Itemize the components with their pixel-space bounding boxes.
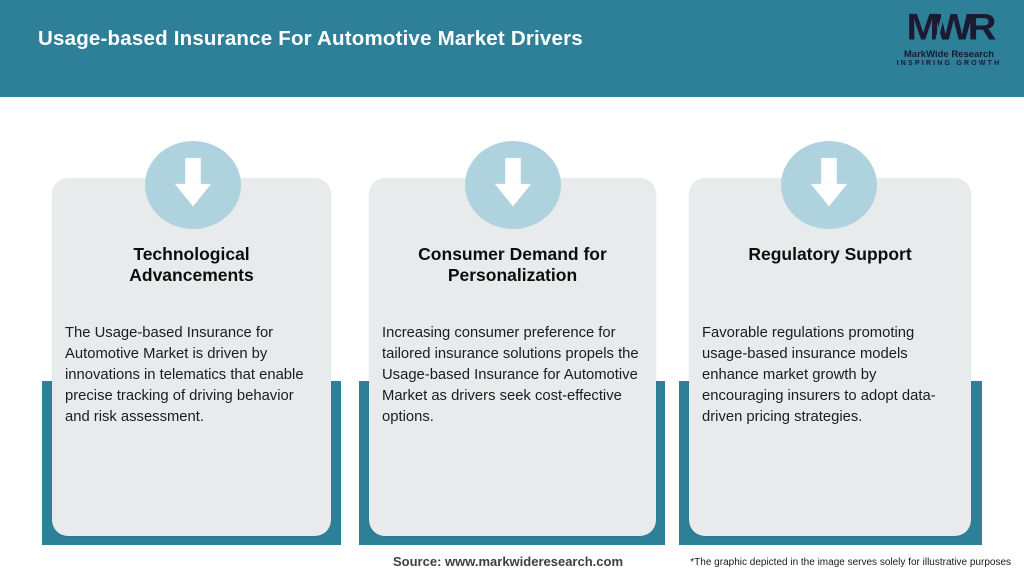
card-title: Technological Advancements bbox=[129, 244, 254, 286]
card-body: Favorable regulations promoting usage-ba… bbox=[702, 325, 936, 425]
card-body: Increasing consumer preference for tailo… bbox=[382, 325, 639, 425]
down-arrow-icon bbox=[167, 154, 219, 217]
card-body: The Usage-based Insurance for Automotive… bbox=[65, 325, 304, 425]
card-title: Regulatory Support bbox=[748, 244, 912, 264]
mwr-monogram: MWR bbox=[906, 7, 997, 48]
driver-card-consumer-demand: Consumer Demand for Personalization Incr… bbox=[369, 178, 656, 536]
icon-circle bbox=[145, 141, 241, 229]
disclaimer-text: *The graphic depicted in the image serve… bbox=[690, 557, 1011, 568]
brand-name: MarkWide Research bbox=[903, 49, 995, 60]
driver-card-technological-advancements: Technological Advancements The Usage-bas… bbox=[52, 178, 331, 536]
driver-card-regulatory-support: Regulatory Support Favorable regulations… bbox=[689, 178, 971, 536]
icon-circle bbox=[465, 141, 561, 229]
icon-circle bbox=[781, 141, 877, 229]
page-title: Usage-based Insurance For Automotive Mar… bbox=[38, 27, 583, 50]
down-arrow-icon bbox=[803, 154, 855, 217]
header-bar: Usage-based Insurance For Automotive Mar… bbox=[0, 0, 1024, 97]
down-arrow-icon bbox=[487, 154, 539, 217]
source-text: Source: www.markwideresearch.com bbox=[393, 554, 624, 569]
card-title: Consumer Demand for Personalization bbox=[418, 244, 607, 286]
brand-logo: MWR MarkWide Research INSPIRING GROWTH bbox=[894, 7, 1004, 67]
brand-tagline: INSPIRING GROWTH bbox=[896, 60, 1002, 67]
